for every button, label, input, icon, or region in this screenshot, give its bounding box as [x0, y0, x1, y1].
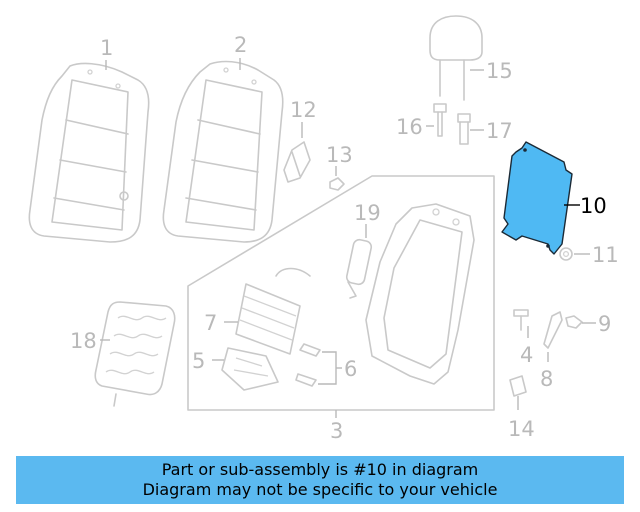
callout-10: 10 — [580, 194, 607, 218]
part-6-connectors — [295, 343, 337, 387]
callout-4: 4 — [520, 343, 533, 367]
part-17-guide-lock — [457, 113, 471, 145]
callout-16: 16 — [396, 115, 423, 139]
callout-18: 18 — [70, 329, 97, 353]
assembly-3-frame-box — [187, 175, 495, 411]
callout-8: 8 — [540, 367, 553, 391]
part-18-heater-pad — [94, 301, 176, 407]
part-1-seat-back-cover — [28, 62, 150, 243]
part-3-seat-back-frame — [365, 203, 475, 385]
callout-7: 7 — [204, 311, 217, 335]
callout-1: 1 — [100, 36, 113, 60]
banner-line-1: Part or sub-assembly is #10 in diagram — [161, 460, 479, 479]
callout-15: 15 — [486, 59, 513, 83]
part-12-bracket — [283, 141, 311, 183]
callout-13: 13 — [326, 143, 353, 167]
part-5-module — [221, 347, 279, 391]
callout-11: 11 — [592, 243, 619, 267]
seat-parts-diagram: 1 2 12 13 15 16 17 — [28, 15, 619, 443]
part-11-nut — [559, 247, 573, 261]
part-19-motor — [345, 238, 373, 299]
info-banner: Part or sub-assembly is #10 in diagram D… — [16, 456, 624, 504]
callout-3: 3 — [330, 419, 343, 443]
banner-line-2: Diagram may not be specific to your vehi… — [142, 480, 498, 499]
part-13-clip — [329, 177, 345, 191]
callout-19: 19 — [354, 201, 381, 225]
callout-2: 2 — [234, 33, 247, 57]
callout-9: 9 — [598, 312, 611, 336]
callout-6: 6 — [344, 357, 357, 381]
part-9-clip — [565, 315, 583, 329]
part-15-headrest — [429, 15, 483, 101]
callout-14: 14 — [508, 417, 535, 441]
part-10-panel — [501, 141, 573, 255]
callout-17: 17 — [486, 119, 513, 143]
part-7-lumbar-support — [235, 267, 311, 355]
part-14-clip — [509, 375, 527, 397]
part-16-guide — [433, 103, 447, 137]
callout-5: 5 — [192, 349, 205, 373]
callout-12: 12 — [290, 98, 317, 122]
part-4-bolt — [513, 309, 529, 331]
part-8-lever — [543, 311, 563, 349]
part-2-seat-back-pad — [162, 60, 284, 243]
